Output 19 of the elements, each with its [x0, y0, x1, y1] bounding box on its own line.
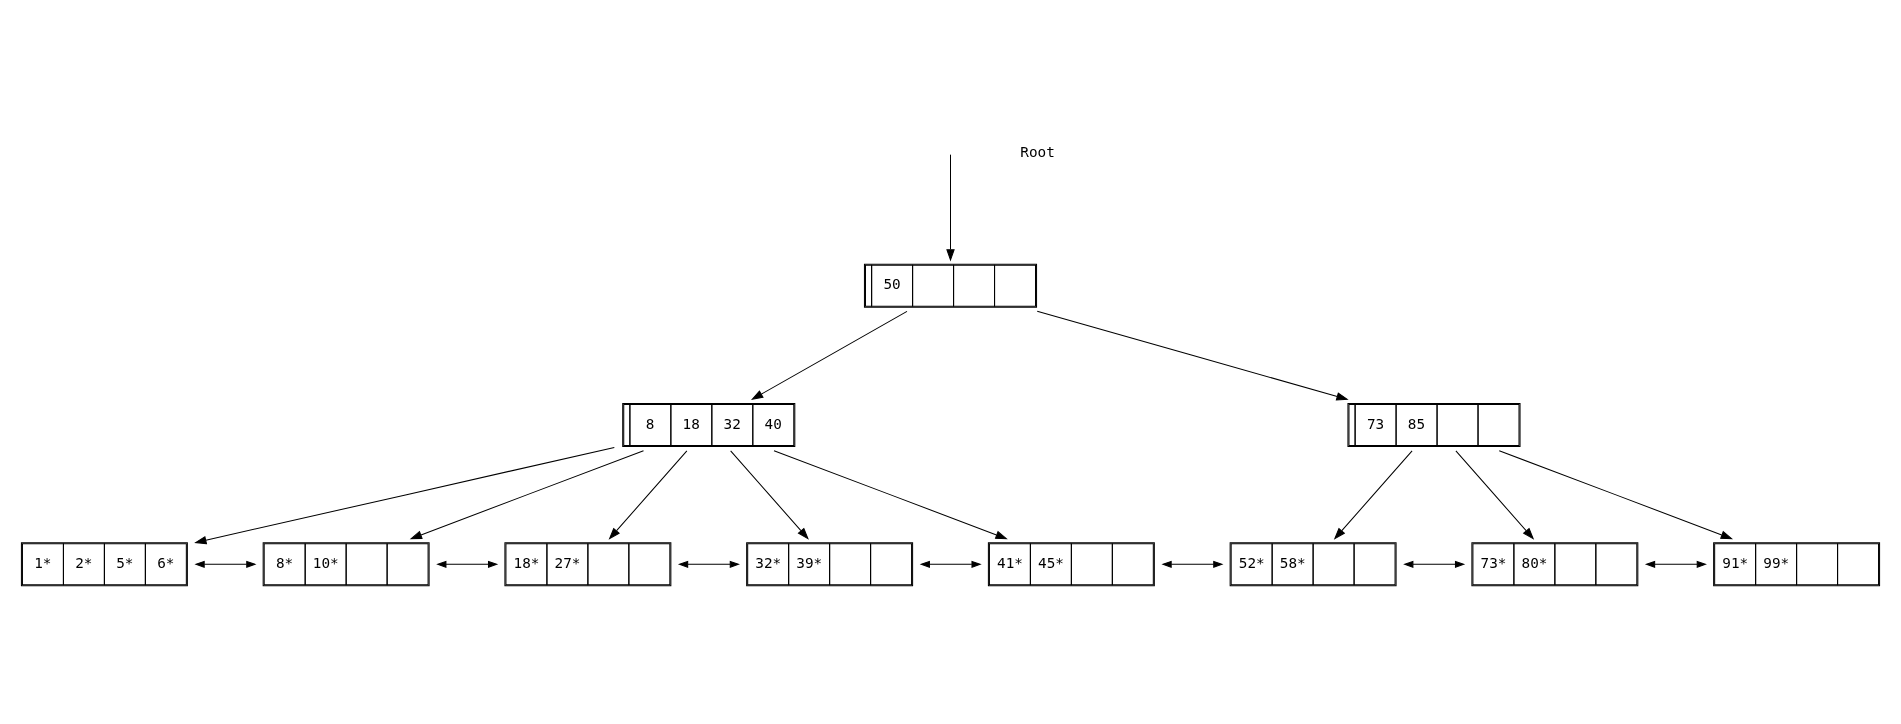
arrow: [1644, 560, 1707, 568]
arrow: [1403, 560, 1466, 568]
arrow: [1333, 449, 1413, 540]
arrow: [919, 560, 982, 568]
arrow: [1455, 449, 1535, 540]
arrow: [1498, 449, 1734, 539]
arrow: [730, 449, 809, 540]
arrow: [1036, 310, 1349, 401]
arrow: [773, 449, 1008, 539]
arrow: [677, 560, 740, 568]
arrow: [608, 449, 688, 540]
arrow: [946, 153, 955, 261]
arrow: [750, 310, 908, 400]
arrow: [1161, 560, 1224, 568]
arrow: [194, 560, 257, 568]
arrow: [194, 446, 615, 544]
label: Root: [1020, 143, 1055, 160]
arrow: [436, 560, 499, 568]
arrow: [409, 449, 644, 539]
